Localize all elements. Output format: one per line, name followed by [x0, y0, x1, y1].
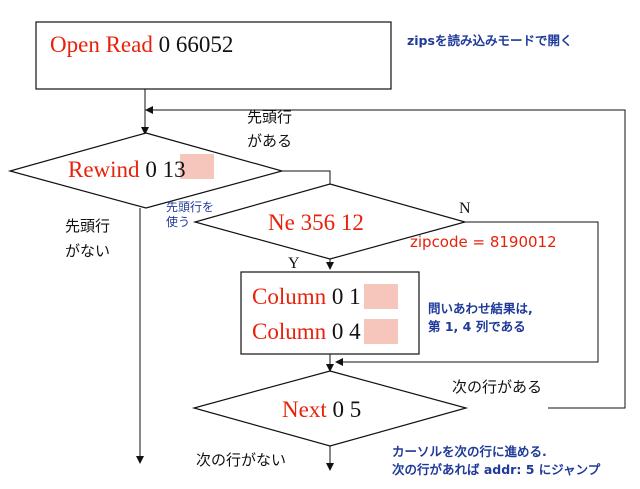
label-no-next-row: 次の行がない: [196, 451, 286, 469]
rewind-node-name: Rewind: [68, 157, 140, 182]
zipcode-note: zipcode = 8190012: [410, 233, 557, 251]
query-result-note-1: 問いあわせ結果は,: [428, 301, 533, 316]
col2-highlight: [364, 319, 398, 344]
label-has-first-row-1: 先頭行: [247, 108, 292, 126]
rewind-node-args: 0: [140, 157, 163, 182]
open-node-args: 0 66052: [153, 32, 234, 57]
label-no-first-row-2: がない: [65, 242, 110, 260]
ne-node-name: Ne 356 12: [268, 210, 364, 235]
label-use-first-row-2: 使う: [166, 214, 190, 229]
svg-text:Column 0 4: Column 0 4: [252, 319, 361, 344]
label-no-first-row-1: 先頭行: [65, 217, 110, 235]
open-note: zipsを読み込みモードで開く: [407, 33, 572, 48]
col1-node-name: Column: [252, 284, 327, 309]
rewind-node-jump: 13: [163, 157, 186, 182]
svg-text:Open Read 0 66052: Open Read 0 66052: [50, 32, 233, 57]
svg-text:Next 0 5: Next 0 5: [282, 397, 361, 422]
next-node-name: Next: [282, 397, 327, 422]
rewind-node: [7, 132, 285, 209]
cursor-note-2: 次の行があれば addr: 5 にジャンプ: [392, 462, 601, 477]
label-use-first-row-1: 先頭行を: [166, 200, 214, 214]
open-node-name: Open Read: [50, 32, 153, 57]
open-node: [35, 21, 392, 90]
edge-next-loop-back: [145, 106, 626, 409]
branch-y-label: Y: [288, 255, 300, 272]
next-node: [191, 370, 469, 447]
svg-text:Column 0 1: Column 0 1: [252, 284, 361, 309]
col1-highlight: [364, 284, 398, 309]
branch-n-label: N: [459, 200, 471, 217]
col1-node-args: 0: [326, 284, 349, 309]
col2-node-index: 4: [349, 319, 361, 344]
edge-rewind-to-ne: [280, 170, 331, 184]
next-node-args: 0 5: [327, 397, 362, 422]
label-has-first-row-2: がある: [247, 132, 292, 150]
col2-node-args: 0: [326, 319, 349, 344]
ne-node: [192, 183, 468, 260]
cursor-note-1: カーソルを次の行に進める.: [392, 444, 547, 459]
edge-ne-no: [335, 221, 599, 366]
col2-node-name: Column: [252, 319, 327, 344]
col1-node-index: 1: [349, 284, 361, 309]
query-result-note-2: 第 1, 4 列である: [428, 319, 526, 334]
rewind-highlight: [180, 154, 214, 179]
svg-text:Rewind 0 13: Rewind 0 13: [68, 157, 186, 182]
label-has-next-row: 次の行がある: [452, 378, 542, 396]
